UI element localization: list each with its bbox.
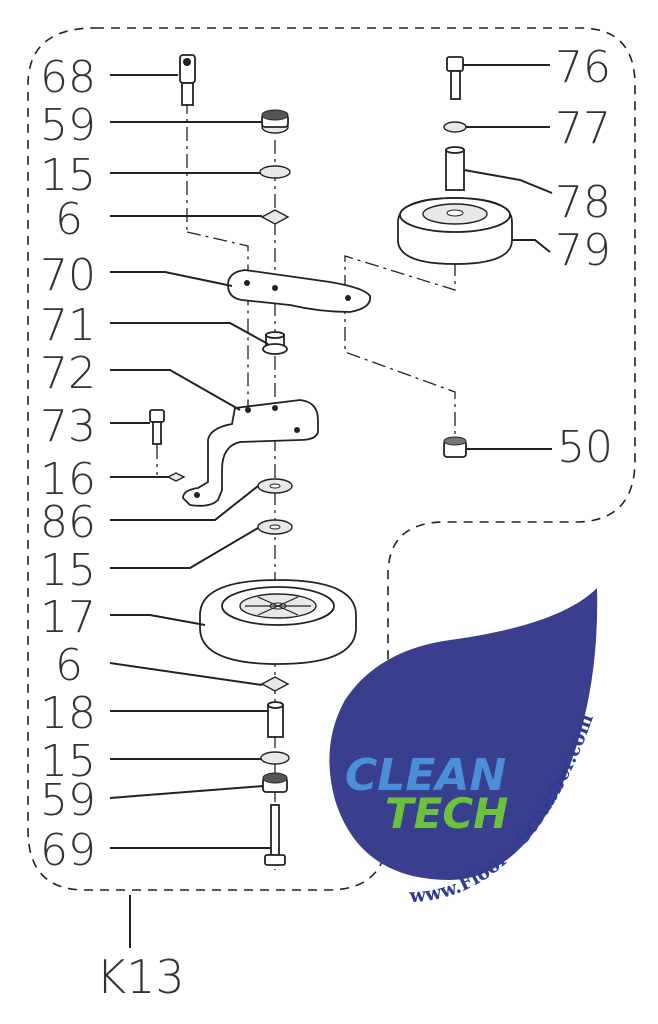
part-18-spacer	[267, 701, 284, 738]
part-15-washer-bottom	[260, 751, 290, 765]
callout-73: 73	[40, 401, 96, 452]
callout-71: 71	[40, 300, 96, 351]
part-71-bushing	[262, 331, 288, 355]
roller-axis-top	[344, 255, 456, 300]
cleantech-watermark: CLEAN TECH www.Floor - Scrubber.com	[329, 588, 598, 907]
callout-77: 77	[555, 103, 611, 154]
callout-59-top: 59	[40, 100, 96, 151]
part-72-bracket	[182, 399, 319, 507]
watermark-clean-text: CLEAN	[345, 750, 506, 801]
part-73-bolt	[149, 409, 165, 445]
part-78-sleeve	[445, 146, 465, 191]
watermark-drop	[329, 588, 598, 880]
part-17-wheel	[199, 579, 357, 665]
callout-78: 78	[555, 177, 611, 228]
callout-72: 72	[40, 348, 96, 399]
part-86-washer	[257, 478, 293, 494]
callout-59-bottom: 59	[40, 775, 96, 826]
part-6-square-top	[260, 209, 290, 225]
part-15-washer-mid	[257, 519, 293, 535]
callout-6-top: 6	[55, 194, 83, 245]
callout-15-mid: 15	[40, 545, 96, 596]
part-59-nut-bottom	[262, 772, 288, 793]
part-79-roller	[397, 197, 513, 265]
part-6-square-bottom	[260, 676, 290, 692]
part-70-plate	[227, 269, 372, 313]
part-77-washer	[443, 121, 467, 133]
callout-70: 70	[40, 250, 96, 301]
part-16-washer	[166, 472, 186, 482]
callout-15-bottom: 15	[40, 736, 96, 787]
part-50-nut	[443, 436, 467, 458]
callout-15-top: 15	[40, 150, 96, 201]
callout-50: 50	[557, 422, 613, 473]
callout-18: 18	[40, 688, 96, 739]
part-76-bolt	[446, 56, 464, 100]
callout-labels: 68 59 15 6 70 71 72 73 16 86 15 17 6 18 …	[40, 42, 613, 876]
callout-6-bottom: 6	[55, 640, 83, 691]
leader-lines	[109, 64, 553, 849]
callout-79: 79	[555, 225, 611, 276]
bolt-axis-link	[186, 231, 249, 410]
callout-69: 69	[40, 825, 96, 876]
callout-68: 68	[40, 52, 96, 103]
callout-86: 86	[40, 497, 96, 548]
callout-16: 16	[40, 454, 96, 505]
part-68-pin	[179, 54, 196, 106]
part-15-washer-top	[259, 165, 291, 179]
callout-76: 76	[555, 42, 611, 93]
roller-axis-link	[344, 300, 456, 440]
watermark-tech-text: TECH	[385, 789, 508, 838]
part-69-bolt	[264, 804, 286, 866]
callout-17: 17	[40, 592, 96, 643]
assembly-label: K13	[96, 950, 185, 1004]
part-59-nut-top	[261, 109, 289, 134]
